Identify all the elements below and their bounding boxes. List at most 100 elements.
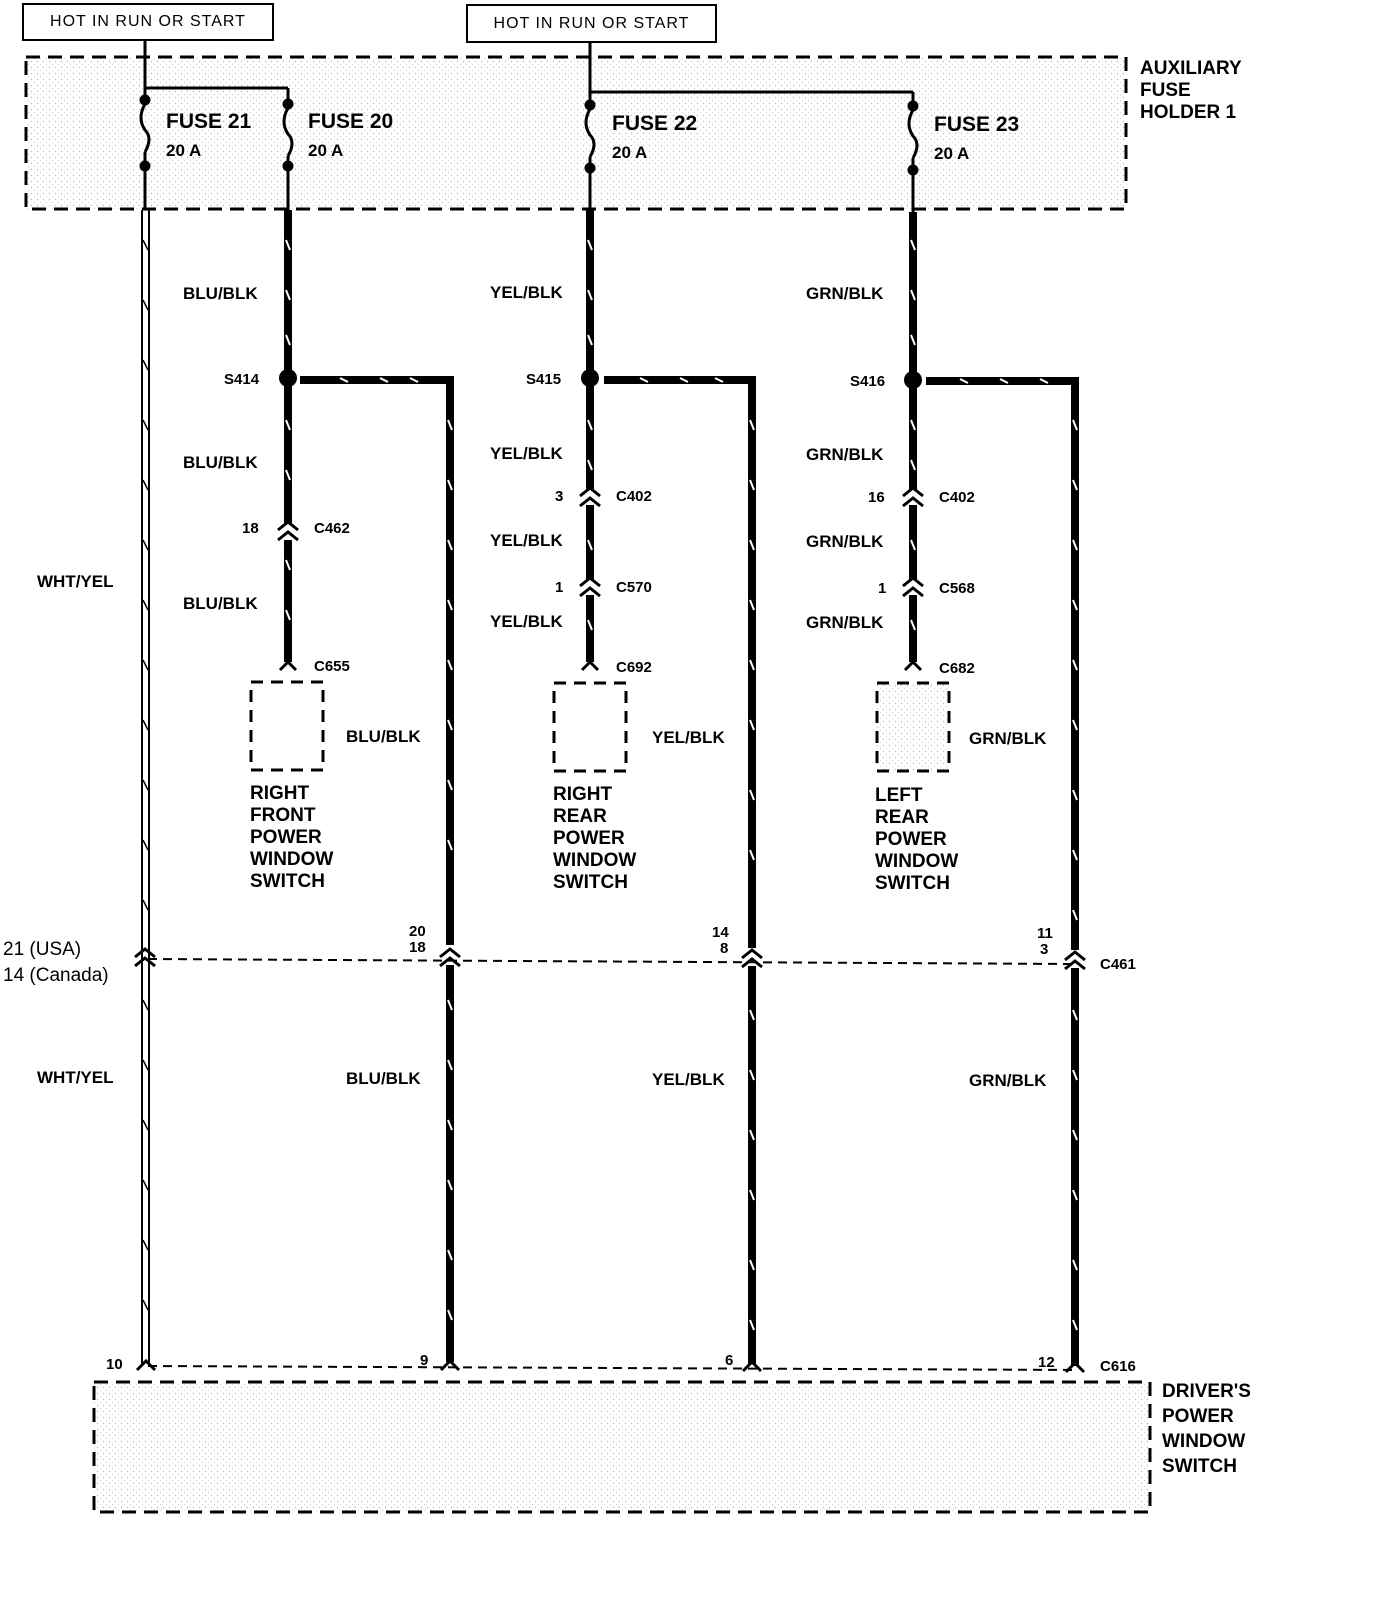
driver-switch-label: DRIVER'S	[1162, 1381, 1251, 1402]
splice-s415-dot	[581, 369, 599, 387]
connector-name: C692	[616, 659, 652, 676]
switch-label: POWER	[875, 829, 947, 850]
driver-switch-label: SWITCH	[1162, 1456, 1237, 1477]
power-source-box-1: HOT IN RUN OR START	[22, 3, 274, 41]
wire-label: YEL/BLK	[490, 612, 563, 631]
c616-pin: 10	[106, 1356, 123, 1373]
switch-label: SWITCH	[250, 871, 325, 892]
connector-pin: 16	[868, 489, 885, 506]
switch-label: POWER	[250, 827, 322, 848]
wire-label: BLU/BLK	[346, 727, 421, 746]
c461-pin: 14	[712, 924, 729, 941]
switch-label: REAR	[875, 807, 929, 828]
fuse-20-symbol	[282, 98, 294, 210]
switch-label: RIGHT	[553, 784, 613, 805]
wire-label: WHT/YEL	[37, 572, 114, 591]
wire-label: BLU/BLK	[183, 284, 258, 303]
fuse-holder-label-2: FUSE	[1140, 80, 1191, 101]
switch-label: FRONT	[250, 805, 316, 826]
wire-label: YEL/BLK	[490, 283, 563, 302]
splice-label: S415	[526, 371, 561, 388]
power-source-label-2: HOT IN RUN OR START	[493, 14, 690, 32]
wire-hatch-marks	[285, 239, 1078, 1331]
fuse-holder-label-3: HOLDER 1	[1140, 102, 1237, 123]
connector-name: C682	[939, 660, 975, 677]
wire-label: BLU/BLK	[346, 1069, 421, 1088]
connector-name: C462	[314, 520, 350, 537]
wire-label: GRN/BLK	[969, 729, 1047, 748]
c461-pin: 3	[1040, 941, 1048, 958]
fuse-20-rating: 20 A	[308, 141, 343, 160]
wire-label: GRN/BLK	[806, 284, 884, 303]
switch-label: WINDOW	[875, 851, 958, 872]
c461-pin: 11	[1037, 925, 1053, 942]
wire-label: YEL/BLK	[652, 728, 725, 747]
right-rear-switch-box	[552, 681, 628, 773]
c461-connector-line	[147, 958, 1073, 965]
right-front-switch-box	[249, 680, 325, 772]
wire-label: GRN/BLK	[806, 445, 884, 464]
connector-name: C570	[616, 579, 652, 596]
fuse-21-symbol	[139, 94, 151, 210]
connector-name: C402	[939, 489, 975, 506]
splice-s416-dot	[904, 371, 922, 389]
wire-label: BLU/BLK	[183, 594, 258, 613]
c461-pin: 18	[409, 939, 426, 956]
wire-wht-yel	[141, 210, 150, 1366]
wire-label: WHT/YEL	[37, 1068, 114, 1087]
connector-name: C568	[939, 580, 975, 597]
switch-label: SWITCH	[875, 873, 950, 894]
connector-pin: 3	[555, 488, 563, 505]
switch-label: SWITCH	[553, 872, 628, 893]
wire-label: GRN/BLK	[806, 613, 884, 632]
fuse-21-name: FUSE 21	[166, 110, 252, 133]
connector-name: C655	[314, 658, 350, 675]
wire-label: YEL/BLK	[490, 444, 563, 463]
c461-name: C461	[1100, 956, 1136, 973]
wire-label: YEL/BLK	[490, 531, 563, 550]
left-rear-switch-box	[875, 681, 951, 773]
fuse-22-rating: 20 A	[612, 143, 647, 162]
c616-pin: 9	[420, 1352, 428, 1369]
connector-name: C402	[616, 488, 652, 505]
fuse-23-name: FUSE 23	[934, 113, 1019, 136]
power-source-box-2: HOT IN RUN OR START	[466, 4, 717, 43]
fuse-holder-box	[24, 55, 1128, 211]
splice-label: S416	[850, 373, 885, 390]
switch-label: POWER	[553, 828, 625, 849]
switch-label: LEFT	[875, 785, 923, 806]
wht-yel-hatch-marks	[142, 239, 149, 1311]
c461-pin-usa: 21 (USA)	[3, 939, 81, 960]
fuse-21-rating: 20 A	[166, 141, 201, 160]
c616-pin: 12	[1038, 1354, 1055, 1371]
splice-s414-dot	[279, 369, 297, 387]
c616-pin: 6	[725, 1352, 733, 1369]
wire-grn-blk	[909, 212, 1079, 1366]
wire-label: GRN/BLK	[969, 1071, 1047, 1090]
fuse-holder-label-1: AUXILIARY	[1140, 58, 1242, 79]
inline-connectors	[134, 486, 1086, 1374]
power-source-label-1: HOT IN RUN OR START	[50, 13, 246, 30]
fuse-23-rating: 20 A	[934, 144, 969, 163]
driver-switch-label: POWER	[1162, 1406, 1234, 1427]
c616-connector-line	[147, 1365, 1079, 1371]
fuse-23-symbol	[907, 100, 919, 212]
switch-label: RIGHT	[250, 783, 310, 804]
wire-label: YEL/BLK	[652, 1070, 725, 1089]
fuse-22-symbol	[584, 99, 596, 210]
fuse-20-name: FUSE 20	[308, 110, 393, 133]
c616-name: C616	[1100, 1358, 1136, 1375]
switch-label: WINDOW	[553, 850, 636, 871]
wire-yel-blk	[586, 210, 756, 1364]
c461-pin-canada: 14 (Canada)	[3, 965, 109, 986]
wire-blu-blk	[284, 210, 454, 1362]
c461-pin: 8	[720, 940, 728, 957]
connector-pin: 18	[242, 520, 259, 537]
switch-label: REAR	[553, 806, 607, 827]
splice-label: S414	[224, 371, 260, 388]
switch-label: WINDOW	[250, 849, 333, 870]
driver-switch-box	[92, 1380, 1152, 1514]
connector-pin: 1	[555, 579, 563, 596]
connector-pin: 1	[878, 580, 886, 597]
